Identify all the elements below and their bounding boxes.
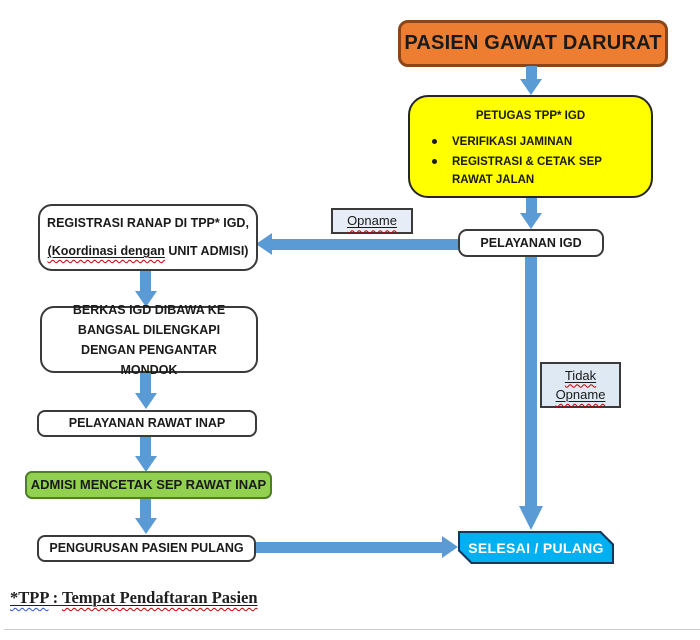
node-pengurusan-label: PENGURUSAN PASIEN PULANG <box>49 541 244 556</box>
node-pengurusan-pasien-pulang: PENGURUSAN PASIEN PULANG <box>37 535 256 562</box>
tidak-opname-line2: Opname <box>555 387 606 402</box>
node-petugas-tpp-igd: PETUGAS TPP* IGD VERIFIKASI JAMINAN REGI… <box>408 95 653 198</box>
tidak-opname-line1: Tidak <box>564 367 597 383</box>
node-pasien-gawat-darurat-label: PASIEN GAWAT DARURAT <box>404 32 662 54</box>
node-pelayanan-igd-label: PELAYANAN IGD <box>480 235 582 250</box>
arrow-berkas-to-ranap-head <box>135 393 157 409</box>
arrow-registrasi-to-berkas-head <box>135 291 157 307</box>
arrow-petugas-to-igd-head <box>520 213 542 229</box>
arrow-berkas-to-ranap-shaft <box>140 373 151 394</box>
arrow-admisi-to-pengurusan-shaft <box>140 499 151 519</box>
footnote-tpp-definition: *TPP : Tempat Pendaftaran Pasien <box>10 588 258 608</box>
edge-label-opname-text: Opname <box>347 213 397 229</box>
bullet-icon <box>432 139 437 144</box>
node-berkas-igd-label: BERKAS IGD DIBAWA KE BANGSAL DILENGKAPI … <box>72 302 226 377</box>
registrasi-line2: (Koordinasi dengan UNIT ADMISI) <box>48 243 249 260</box>
arrow-tidak-opname-shaft <box>525 257 537 507</box>
arrow-registrasi-to-berkas-shaft <box>140 271 151 292</box>
arrow-petugas-to-igd-shaft <box>526 198 537 214</box>
node-registrasi-ranap: REGISTRASI RANAP DI TPP* IGD, (Koordinas… <box>38 204 258 271</box>
node-berkas-igd: BERKAS IGD DIBAWA KE BANGSAL DILENGKAPI … <box>40 303 258 377</box>
petugas-bullet-text: REGISTRASI & CETAK SEP RAWAT JALAN <box>452 156 602 186</box>
registrasi-line2-rest: UNIT ADMISI) <box>164 244 249 258</box>
node-admisi-mencetak-sep: ADMISI MENCETAK SEP RAWAT INAP <box>25 471 272 499</box>
arrow-pengurusan-to-selesai-shaft <box>256 542 442 553</box>
arrow-start-to-petugas-shaft <box>526 66 537 80</box>
node-selesai-pulang-label: SELESAI / PULANG <box>468 539 604 556</box>
petugas-bullet-text: VERIFIKASI JAMINAN <box>452 136 573 148</box>
node-admisi-label: ADMISI MENCETAK SEP RAWAT INAP <box>30 477 267 493</box>
arrow-opname-shaft <box>270 239 458 250</box>
edge-label-opname: Opname <box>331 208 413 234</box>
bullet-icon <box>432 159 437 165</box>
node-pelayanan-rawat-inap-label: PELAYANAN RAWAT INAP <box>68 416 226 431</box>
node-pelayanan-igd: PELAYANAN IGD <box>458 229 604 257</box>
edge-label-tidak-opname: Tidak Opname <box>540 362 621 408</box>
arrow-start-to-petugas-head <box>520 79 542 95</box>
node-pasien-gawat-darurat: PASIEN GAWAT DARURAT <box>398 20 668 67</box>
node-selesai-pulang-fill: SELESAI / PULANG <box>460 533 612 562</box>
petugas-title: PETUGAS TPP* IGD <box>475 110 586 122</box>
arrow-tidak-opname-head <box>519 506 543 530</box>
petugas-bullet-list: VERIFIKASI JAMINAN REGISTRASI & CETAK SE… <box>410 134 651 189</box>
footnote-term: *TPP <box>10 588 49 607</box>
node-selesai-pulang: SELESAI / PULANG <box>458 531 614 564</box>
arrow-ranap-to-admisi-head <box>135 456 157 472</box>
node-pelayanan-rawat-inap: PELAYANAN RAWAT INAP <box>37 410 257 437</box>
arrow-admisi-to-pengurusan-head <box>135 518 157 534</box>
petugas-bullet-item: VERIFIKASI JAMINAN <box>432 134 651 151</box>
arrow-ranap-to-admisi-shaft <box>140 437 151 457</box>
registrasi-line2-flagged: (Koordinasi dengan <box>47 244 165 258</box>
footnote-definition: Tempat Pendaftaran Pasien <box>61 588 258 607</box>
petugas-bullet-item: REGISTRASI & CETAK SEP RAWAT JALAN <box>432 154 651 189</box>
arrow-opname-head <box>256 233 272 255</box>
page-divider-line <box>4 629 700 630</box>
arrow-pengurusan-to-selesai-head <box>442 536 458 558</box>
registrasi-line1: REGISTRASI RANAP DI TPP* IGD, <box>47 216 249 231</box>
footnote-separator: : <box>48 588 62 607</box>
